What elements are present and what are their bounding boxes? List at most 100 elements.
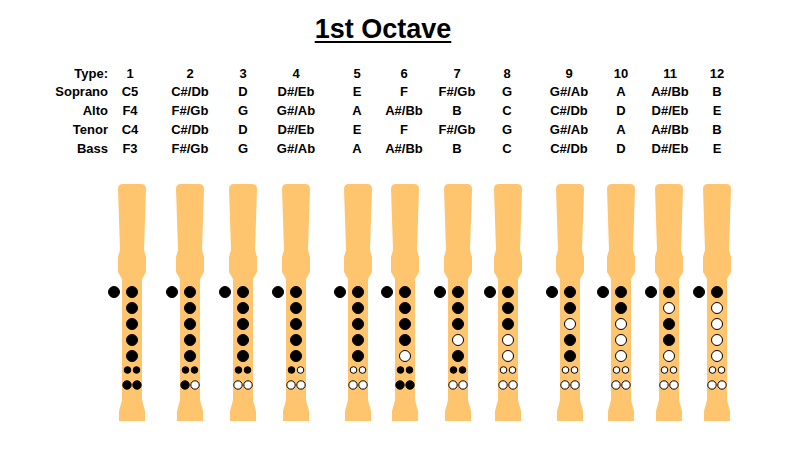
note-name: F#/Gb xyxy=(172,104,209,118)
finger-hole xyxy=(661,367,668,374)
finger-hole xyxy=(191,367,198,374)
type-number: 4 xyxy=(292,67,299,81)
finger-hole xyxy=(185,351,196,362)
finger-hole xyxy=(238,319,249,330)
finger-hole xyxy=(616,335,627,346)
type-number: 7 xyxy=(453,67,460,81)
finger-hole xyxy=(712,287,723,298)
note-name: F xyxy=(400,85,408,99)
finger-hole xyxy=(565,287,576,298)
note-name: C xyxy=(502,104,511,118)
note-name: A#/Bb xyxy=(651,85,689,99)
finger-hole xyxy=(400,351,411,362)
finger-hole xyxy=(406,381,414,389)
finger-hole xyxy=(646,287,657,298)
note-name: D#/Eb xyxy=(278,123,315,137)
note-name: A#/Bb xyxy=(385,142,423,156)
type-number: 5 xyxy=(353,67,360,81)
recorder xyxy=(335,184,373,421)
finger-hole xyxy=(359,381,367,389)
finger-hole xyxy=(485,287,496,298)
finger-hole xyxy=(297,381,305,389)
finger-hole xyxy=(127,287,138,298)
type-number: 11 xyxy=(663,67,677,81)
note-name: A#/Bb xyxy=(385,104,423,118)
note-name: G#/Ab xyxy=(550,85,588,99)
finger-hole xyxy=(127,303,138,314)
finger-hole xyxy=(453,351,464,362)
finger-hole xyxy=(291,335,302,346)
recorder xyxy=(435,184,473,421)
recorder xyxy=(109,184,147,421)
type-number: 2 xyxy=(186,67,193,81)
row-header: Soprano xyxy=(55,85,108,99)
finger-hole xyxy=(503,351,514,362)
recorder-body xyxy=(655,184,683,421)
note-name: F#/Gb xyxy=(439,123,476,137)
recorder-body xyxy=(494,184,522,421)
finger-hole xyxy=(182,367,189,374)
finger-hole xyxy=(133,367,140,374)
note-name: C xyxy=(502,142,511,156)
finger-hole xyxy=(664,303,675,314)
note-name: D#/Eb xyxy=(652,104,689,118)
finger-hole xyxy=(509,367,516,374)
finger-hole xyxy=(670,367,677,374)
finger-hole xyxy=(718,367,725,374)
recorder xyxy=(167,184,205,421)
note-name: B xyxy=(712,85,721,99)
finger-hole xyxy=(400,287,411,298)
finger-hole xyxy=(718,381,726,389)
note-name: B xyxy=(452,142,461,156)
row-header: Type: xyxy=(74,67,108,81)
note-name: C4 xyxy=(122,123,139,137)
note-name: G#/Ab xyxy=(277,104,315,118)
finger-hole xyxy=(664,319,675,330)
finger-hole xyxy=(694,287,705,298)
finger-hole xyxy=(712,319,723,330)
finger-hole xyxy=(450,367,457,374)
note-name: E xyxy=(353,85,362,99)
recorder xyxy=(598,184,636,421)
finger-hole xyxy=(167,287,178,298)
recorder-body xyxy=(703,184,731,421)
recorder-body xyxy=(444,184,472,421)
note-name: G xyxy=(238,104,248,118)
finger-hole xyxy=(547,287,558,298)
finger-hole xyxy=(287,381,295,389)
type-number: 9 xyxy=(565,67,572,81)
finger-hole xyxy=(234,381,242,389)
finger-hole xyxy=(435,287,446,298)
recorder-body xyxy=(282,184,310,421)
finger-hole xyxy=(616,319,627,330)
finger-hole xyxy=(565,303,576,314)
note-name: B xyxy=(712,123,721,137)
finger-hole xyxy=(670,381,678,389)
note-name: F4 xyxy=(122,104,137,118)
finger-hole xyxy=(353,319,364,330)
finger-hole xyxy=(660,381,668,389)
row-header: Tenor xyxy=(73,123,108,137)
finger-hole xyxy=(238,335,249,346)
recorder-body xyxy=(607,184,635,421)
finger-hole xyxy=(453,319,464,330)
note-name: D xyxy=(238,85,247,99)
finger-hole xyxy=(571,367,578,374)
finger-hole xyxy=(459,367,466,374)
finger-hole xyxy=(127,319,138,330)
recorder-body xyxy=(118,184,146,421)
finger-hole xyxy=(185,287,196,298)
finger-hole xyxy=(612,381,620,389)
type-number: 1 xyxy=(126,67,133,81)
finger-hole xyxy=(664,335,675,346)
note-name: A xyxy=(616,85,625,99)
finger-hole xyxy=(622,367,629,374)
finger-hole xyxy=(565,335,576,346)
finger-hole xyxy=(350,367,357,374)
finger-hole xyxy=(562,367,569,374)
type-number: 10 xyxy=(614,67,628,81)
finger-hole xyxy=(244,367,251,374)
type-number: 6 xyxy=(400,67,407,81)
finger-hole xyxy=(335,287,346,298)
